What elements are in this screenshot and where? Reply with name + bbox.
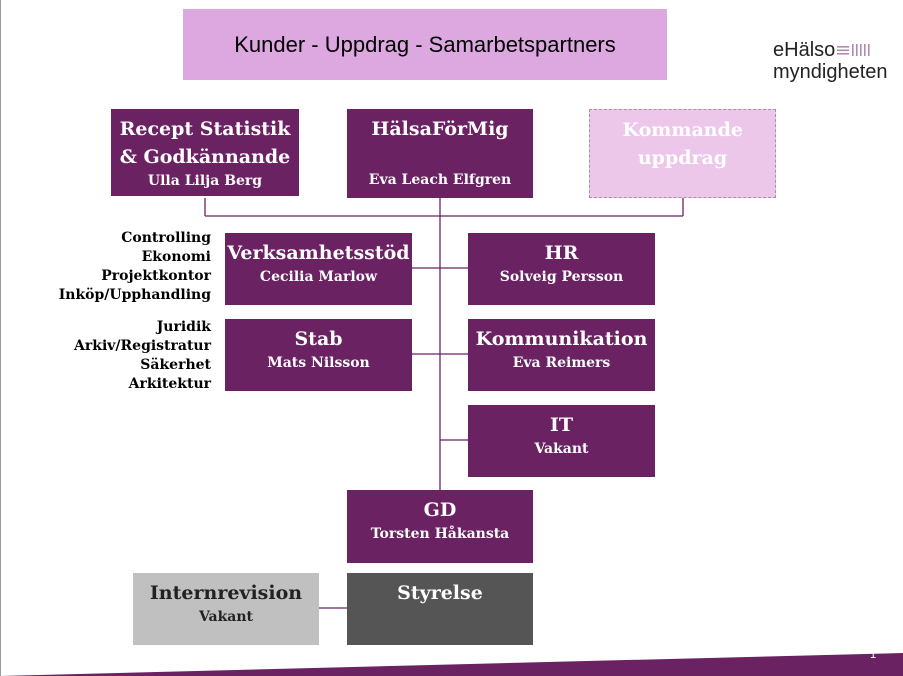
side-label: Arkitektur: [128, 376, 211, 392]
side-labels-verksamhet: Controlling Ekonomi Projektkontor Inköp/…: [30, 229, 211, 305]
box-kommunikation-person: Eva Reimers: [512, 355, 611, 371]
box-kommunikation-title: Kommunikation: [475, 328, 648, 350]
box-halsa[interactable]: HälsaFörMig Eva Leach Elfgren: [347, 109, 533, 198]
box-recept-title: Recept Statistik & Godkännande: [119, 117, 291, 168]
side-label: Ekonomi: [141, 249, 211, 265]
side-label: Juridik: [156, 319, 211, 335]
box-hr[interactable]: HR Solveig Persson: [468, 233, 655, 305]
box-styrelse-title: Styrelse: [397, 582, 483, 604]
box-recept-person: Ulla Lilja Berg: [147, 172, 263, 189]
box-halsa-title: HälsaFörMig: [371, 118, 509, 140]
box-hr-title: HR: [544, 242, 579, 264]
side-label: Projektkontor: [101, 268, 211, 284]
logo-line2: myndigheten: [773, 61, 888, 83]
logo-bars-icon: [837, 44, 870, 56]
box-styrelse[interactable]: Styrelse: [347, 573, 533, 645]
box-internrevision[interactable]: Internrevision Vakant: [133, 573, 319, 645]
box-it-title: IT: [549, 414, 574, 436]
box-kommande[interactable]: Kommande uppdrag: [589, 109, 776, 198]
box-gd-title: GD: [423, 499, 457, 521]
box-stab-person: Mats Nilsson: [267, 355, 370, 371]
box-halsa-person: Eva Leach Elfgren: [368, 172, 512, 188]
box-stab[interactable]: Stab Mats Nilsson: [225, 319, 412, 391]
box-hr-person: Solveig Persson: [499, 269, 624, 285]
side-label: Controlling: [121, 230, 211, 246]
side-label: Inköp/Upphandling: [58, 287, 211, 303]
header-banner: Kunder - Uppdrag - Samarbetspartners: [183, 9, 667, 80]
footer-band: [0, 653, 903, 676]
side-label: Arkiv/Registratur: [74, 338, 211, 354]
box-it-person: Vakant: [534, 441, 589, 457]
logo-line1: eHälso: [773, 39, 836, 61]
box-kommande-title: Kommande uppdrag: [622, 119, 743, 169]
side-label: Säkerhet: [140, 357, 211, 373]
box-stab-title: Stab: [294, 328, 343, 350]
box-internrevision-person: Vakant: [198, 609, 254, 625]
box-kommunikation[interactable]: Kommunikation Eva Reimers: [468, 319, 655, 391]
box-internrevision-title: Internrevision: [149, 582, 303, 604]
box-verksamhet-person: Cecilia Marlow: [259, 269, 378, 285]
logo: eHälso myndigheten: [773, 39, 888, 83]
box-recept[interactable]: Recept Statistik & Godkännande Ulla Lilj…: [111, 109, 299, 196]
box-it[interactable]: IT Vakant: [468, 405, 655, 477]
header-title: Kunder - Uppdrag - Samarbetspartners: [234, 31, 616, 57]
side-labels-stab: Juridik Arkiv/Registratur Säkerhet Arkit…: [30, 318, 211, 394]
box-gd-person: Torsten Håkansta: [370, 526, 510, 542]
box-gd[interactable]: GD Torsten Håkansta: [347, 490, 533, 563]
page-number: 1: [870, 649, 877, 661]
box-verksamhet-title: Verksamhetsstöd: [227, 242, 410, 264]
box-verksamhet[interactable]: Verksamhetsstöd Cecilia Marlow: [225, 233, 412, 305]
